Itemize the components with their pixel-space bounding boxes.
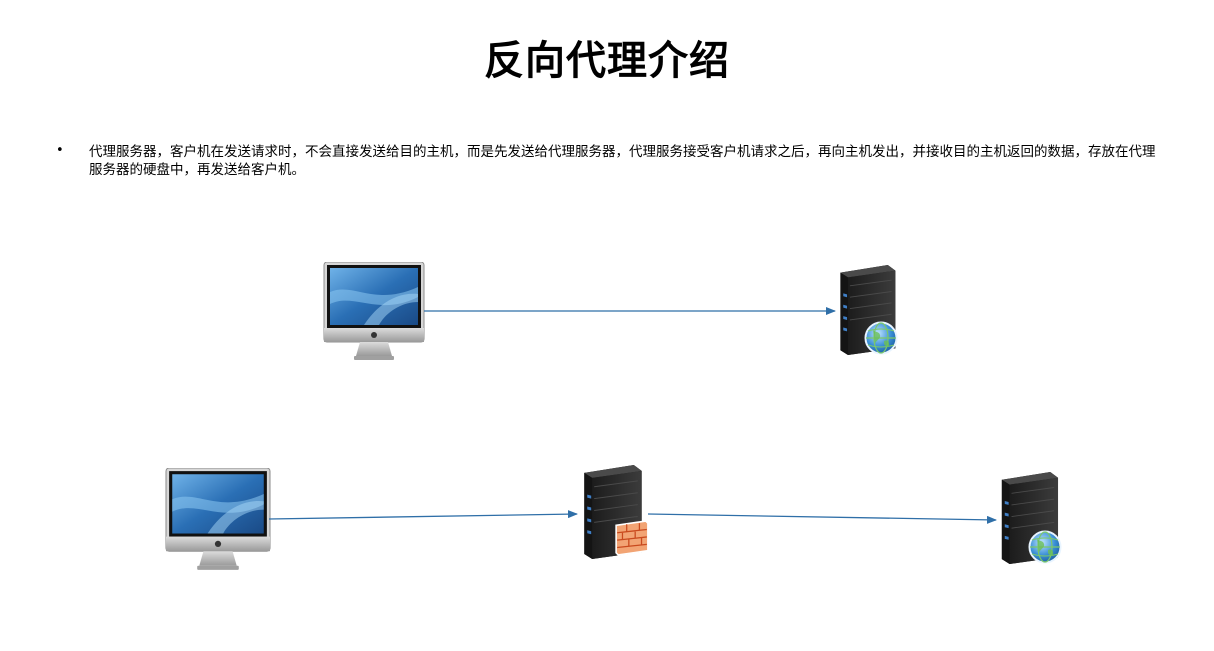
proxy-server-firewall xyxy=(583,465,649,559)
web-server-bottom xyxy=(1001,472,1062,564)
globe-icon xyxy=(1028,530,1062,564)
bullet-text: 代理服务器，客户机在发送请求时，不会直接发送给目的主机，而是先发送给代理服务器，… xyxy=(89,144,1156,178)
web-server-top xyxy=(839,265,898,355)
page-title: 反向代理介绍 xyxy=(484,38,730,84)
client-computer-bottom xyxy=(165,468,271,571)
imac-computer-icon xyxy=(165,468,271,571)
firewall-icon xyxy=(615,520,649,556)
client-computer-top xyxy=(323,262,425,361)
bullet-marker: • xyxy=(56,143,64,158)
globe-icon xyxy=(864,321,898,355)
arrow-client-to-proxy xyxy=(268,510,578,520)
imac-computer-icon xyxy=(323,262,425,361)
arrow-proxy-to-server xyxy=(647,513,997,524)
